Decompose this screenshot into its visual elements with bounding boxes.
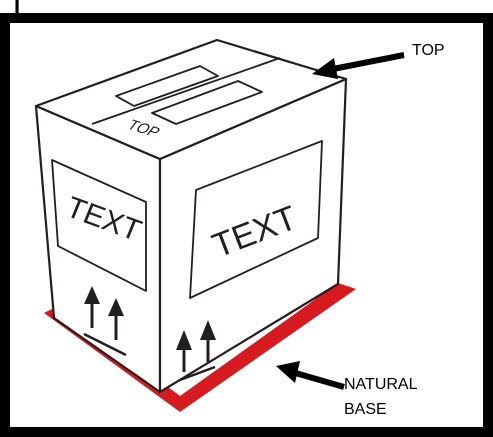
top-callout-label: TOP (412, 42, 445, 59)
up-arrow-pair-icon (176, 320, 216, 382)
front-label-panel (189, 140, 323, 299)
handle-slot-icon (151, 80, 263, 125)
diagram-frame (0, 13, 493, 437)
base-callout-arrow-icon (276, 361, 345, 390)
base-callout-label-line1: NATURAL (344, 376, 418, 393)
side-label-panel (51, 159, 147, 292)
up-arrow-pair-icon (83, 286, 127, 357)
cropped-heading-fragment: I (14, 0, 20, 19)
box-top-seam (91, 57, 281, 125)
base-callout-label-line2: BASE (344, 401, 387, 418)
handle-slot-icon (115, 65, 219, 107)
top-callout-arrow-icon (312, 52, 405, 79)
